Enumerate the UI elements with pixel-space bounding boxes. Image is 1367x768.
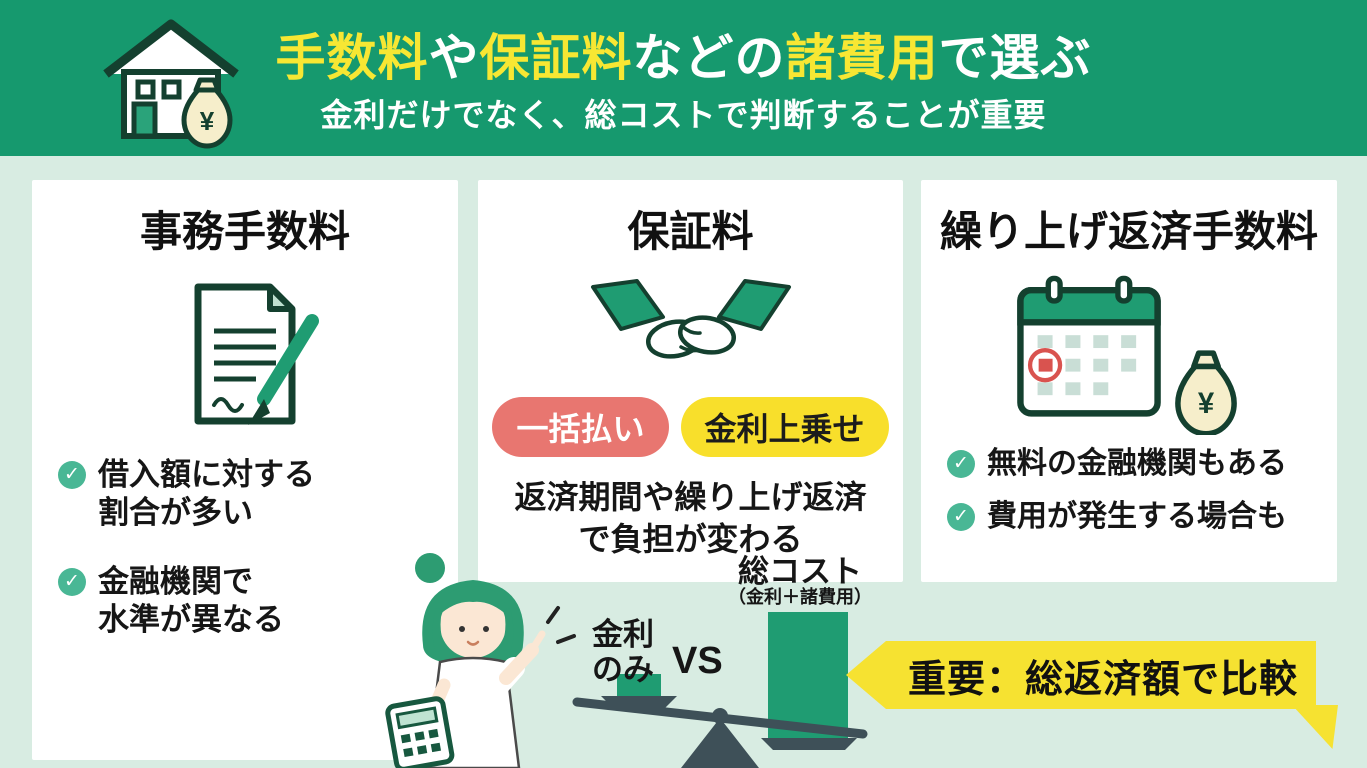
bullet-item: ✓ 借入額に対する 割合が多い: [58, 456, 440, 533]
card-guarantee-fee-title: 保証料: [627, 208, 754, 255]
total-cost-label: 総コスト: [738, 554, 862, 589]
admin-fee-bullet-list: ✓ 借入額に対する 割合が多い ✓ 金融機関で 水準が異なる: [32, 456, 458, 640]
early-repayment-bullet-list: ✓ 無料の金融機関もある ✓ 費用が発生する場合も: [921, 445, 1337, 535]
svg-text:¥: ¥: [1198, 387, 1215, 420]
bullet-text: 費用が発生する場合も: [987, 500, 1287, 534]
interest-only-label: 金利 のみ: [592, 617, 654, 687]
card-early-repayment-fee: 繰り上げ返済手数料 ¥: [921, 180, 1337, 582]
check-icon: ✓: [947, 450, 975, 478]
card-admin-fee-title: 事務手数料: [139, 208, 350, 255]
bullet-item: ✓ 金融機関で 水準が異なる: [58, 563, 440, 640]
title-segment: 手数料: [275, 30, 429, 86]
title-segment: などの: [632, 30, 786, 86]
bullet-text: 借入額に対する 割合が多い: [98, 457, 315, 531]
guarantee-fee-note: 返済期間や繰り上げ返済 で負担が変わる: [514, 479, 867, 557]
balance-scale-icon: [572, 612, 868, 768]
total-cost-sublabel: （金利＋諸費用）: [728, 587, 872, 607]
important-banner: 重要：総返済額で比較: [846, 641, 1316, 709]
title-segment: で選ぶ: [938, 30, 1092, 86]
card-early-repayment-fee-title: 繰り上げ返済手数料: [939, 208, 1318, 255]
header-banner: ¥ 手数料や保証料などの諸費用で選ぶ 金利だけでなく、総コストで判断することが重…: [0, 0, 1367, 156]
vs-label: VS: [672, 640, 723, 682]
moneybag-icon: ¥: [1175, 350, 1237, 435]
payment-options: 一括払い 金利上乗せ: [478, 397, 903, 457]
handshake-icon: [590, 279, 791, 359]
check-icon: ✓: [58, 461, 86, 489]
page-title: 手数料や保証料などの諸費用で選ぶ: [0, 18, 1367, 90]
lump-sum-pill: 一括払い: [492, 397, 669, 457]
bullet-item: ✓ 無料の金融機関もある: [947, 445, 1319, 482]
title-segment: や: [428, 30, 480, 86]
card-admin-fee: 事務手数料 ✓ 借入額に対する 割合が多い ✓ 金融機関で 水準が異なる: [32, 180, 458, 760]
woman-with-calculator-illustration: [385, 553, 576, 768]
check-icon: ✓: [947, 503, 975, 532]
title-segment: 諸費用: [785, 30, 939, 86]
card-guarantee-fee: 保証料 一括払い 金利上乗せ 返済期間や繰り上げ返済 で負担が変わる: [478, 180, 903, 582]
banner-accent-triangle: [1292, 705, 1338, 749]
document-pen-icon: [194, 283, 319, 425]
calendar-icon: [1017, 275, 1161, 417]
bullet-item: ✓ 費用が発生する場合も: [947, 498, 1319, 535]
svg-text:¥: ¥: [200, 106, 215, 136]
rate-added-pill: 金利上乗せ: [680, 397, 889, 457]
bullet-text: 金融機関で 水準が異なる: [98, 563, 284, 638]
check-icon: ✓: [58, 567, 86, 596]
bullet-text: 無料の金融機関もある: [987, 447, 1287, 480]
title-segment: 保証料: [479, 30, 633, 86]
house-moneybag-icon: ¥: [103, 19, 239, 149]
page-subtitle: 金利だけでなく、総コストで判断することが重要: [320, 97, 1047, 133]
